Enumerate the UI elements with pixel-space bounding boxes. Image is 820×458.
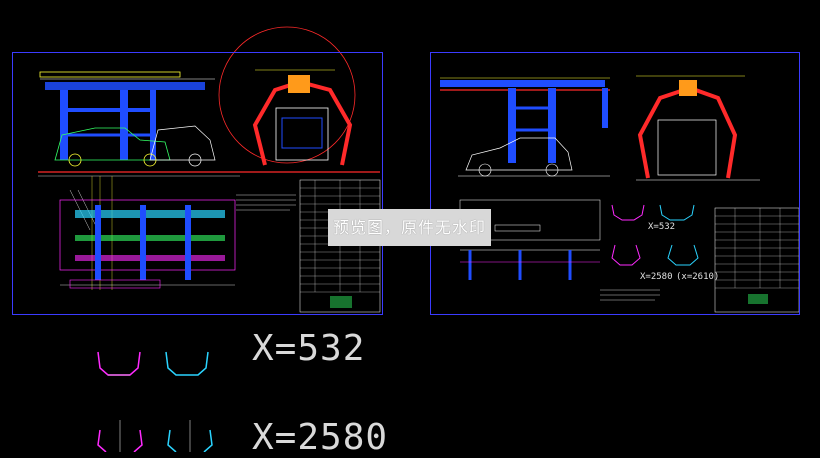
section-label-x2610-small: (x=2610): [676, 272, 720, 282]
section-label-x532-large: X=532: [252, 328, 366, 369]
right-sheet-drawing: [440, 75, 800, 313]
left-sheet-drawing: [38, 26, 381, 313]
preview-watermark: 预览图，原件无水印: [328, 209, 491, 246]
section-label-x2580-small: X=2580: [640, 272, 673, 282]
left-drawing-sheet: [12, 52, 383, 315]
right-drawing-sheet: [430, 52, 800, 315]
bottom-section-sketches: [97, 351, 213, 452]
section-label-x2580-large: X=2580: [252, 417, 389, 458]
section-label-x532-small: X=532: [648, 222, 676, 232]
